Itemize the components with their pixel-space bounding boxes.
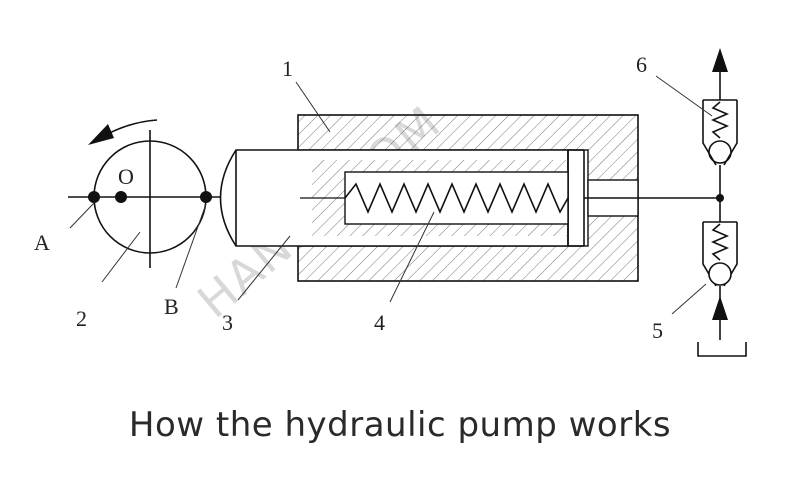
label-4: 4	[374, 310, 385, 335]
label-3: 3	[222, 310, 233, 335]
label-a: A	[34, 230, 50, 255]
point-o	[115, 191, 127, 203]
point-a	[88, 191, 100, 203]
label-2: 2	[76, 306, 87, 331]
suction-arrow-icon	[712, 296, 728, 320]
plunger	[219, 149, 585, 247]
label-6: 6	[636, 52, 647, 77]
label-1: 1	[282, 56, 293, 81]
leader-lines	[69, 75, 713, 315]
label-5: 5	[652, 318, 663, 343]
point-b	[200, 191, 212, 203]
spring	[344, 181, 569, 215]
discharge-check-valve	[702, 68, 738, 198]
tank-icon	[697, 342, 747, 357]
caption: How the hydraulic pump works	[128, 405, 672, 445]
suction-check-valve	[702, 198, 738, 340]
label-o: O	[118, 164, 134, 189]
label-b: B	[164, 294, 179, 319]
discharge-arrow-icon	[712, 48, 728, 72]
rotation-arrow-icon	[88, 119, 158, 145]
